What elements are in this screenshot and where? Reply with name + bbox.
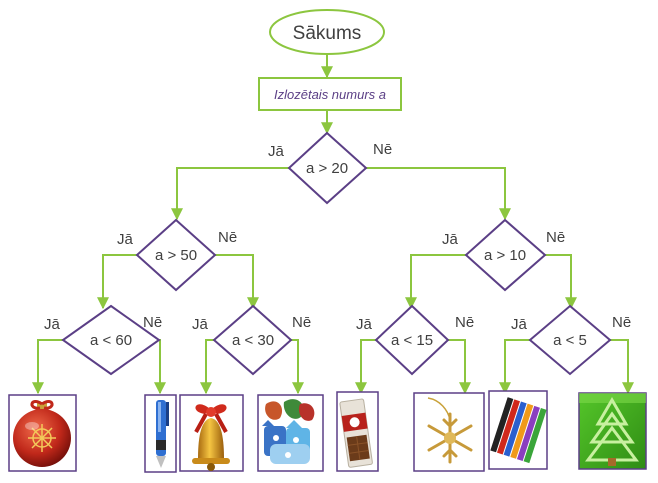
label-root-no: Nē — [373, 141, 392, 158]
label-lr-yes: Jā — [192, 316, 209, 333]
christmas-ornament-ball-icon — [8, 394, 77, 472]
branch-labels: Jā Nē Jā Nē Jā Nē Jā Nē Jā Nē Jā Nē Jā N… — [44, 141, 631, 333]
connector-right-no — [545, 254, 577, 310]
pen-icon — [144, 394, 177, 473]
decision-left: a > 50 — [135, 218, 217, 292]
process-node: Izlozētais numurs a — [258, 77, 402, 111]
chocolate-bar-icon — [336, 391, 379, 472]
connector-rl-yes — [355, 339, 376, 395]
christmas-tree-card-icon — [578, 392, 647, 470]
start-label: Sākums — [293, 23, 362, 44]
candies-icon — [257, 394, 324, 472]
label-rr-no: Nē — [612, 314, 631, 331]
process-label: Izlozētais numurs a — [274, 87, 386, 102]
connector-rr-yes — [499, 339, 530, 395]
label-left-yes: Jā — [117, 231, 134, 248]
connector-rl-no — [448, 339, 471, 395]
decision-root: a > 20 — [287, 131, 368, 205]
label-root-yes: Jā — [268, 143, 285, 160]
decision-right-right-label: a < 5 — [553, 332, 587, 349]
label-right-yes: Jā — [442, 231, 459, 248]
connector-lr-no — [291, 339, 304, 395]
snowflake-ornament-icon — [413, 392, 485, 472]
decision-left-right: a < 30 — [212, 304, 293, 376]
connector-ll-no — [154, 339, 166, 395]
christmas-bell-icon — [179, 394, 244, 472]
connector-rr-no — [610, 339, 634, 395]
label-right-no: Nē — [546, 229, 565, 246]
connectors — [32, 55, 634, 395]
label-ll-yes: Jā — [44, 316, 61, 333]
connector-ll-yes — [32, 339, 63, 395]
decision-root-label: a > 20 — [306, 160, 348, 177]
decision-right-label: a > 10 — [484, 247, 526, 264]
start-node: Sākums — [269, 9, 385, 55]
decision-right-left-label: a < 15 — [391, 332, 433, 349]
label-rl-yes: Jā — [356, 316, 373, 333]
connector-right-yes — [405, 254, 466, 310]
label-ll-no: Nē — [143, 314, 162, 331]
decision-right-right: a < 5 — [528, 304, 612, 376]
markers-icon — [488, 390, 548, 470]
decision-left-left: a < 60 — [61, 304, 161, 376]
connector-root-yes — [171, 167, 289, 221]
decision-left-label: a > 50 — [155, 247, 197, 264]
label-left-no: Nē — [218, 229, 237, 246]
connector-lr-yes — [200, 339, 214, 395]
label-lr-no: Nē — [292, 314, 311, 331]
decision-left-left-label: a < 60 — [90, 332, 132, 349]
connector-root-no — [366, 167, 511, 221]
decision-right-left: a < 15 — [374, 304, 450, 376]
decision-right: a > 10 — [464, 218, 547, 292]
label-rl-no: Nē — [455, 314, 474, 331]
decision-left-right-label: a < 30 — [232, 332, 274, 349]
connector-left-no — [215, 254, 259, 310]
connector-left-yes — [97, 254, 137, 310]
label-rr-yes: Jā — [511, 316, 528, 333]
